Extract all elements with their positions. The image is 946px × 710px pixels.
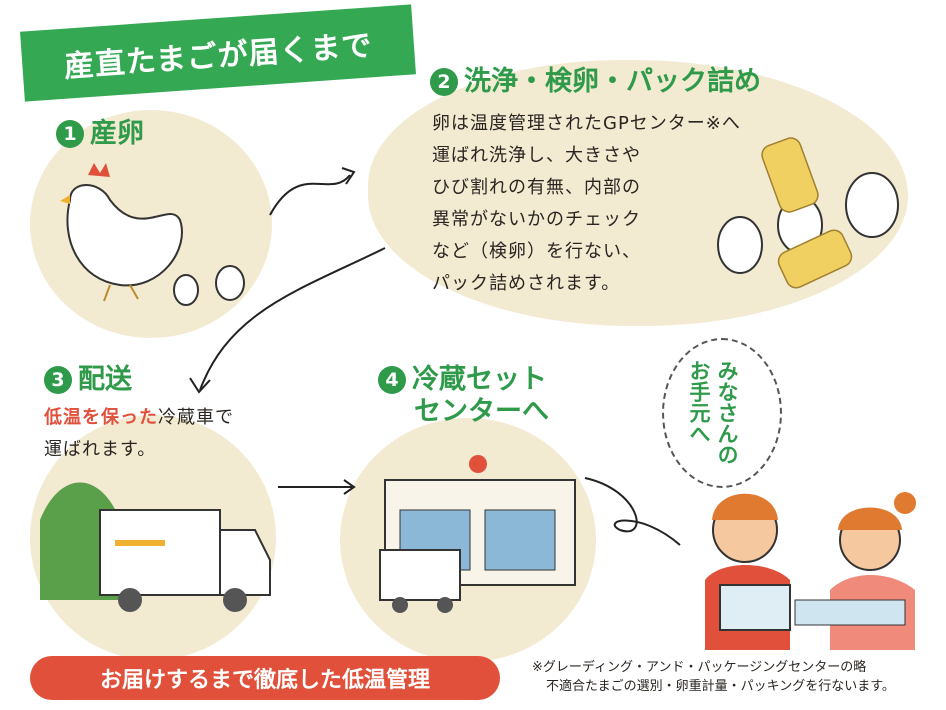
truck-illustration [40,482,271,612]
highlight-text: 低温を保った [44,407,158,428]
cold-storage-building-illustration [379,455,576,613]
speech-bubble [662,338,782,488]
text-line: 運ばれます。 [44,439,157,460]
text-line: パック詰めされます。 [432,273,621,294]
text-line: 運ばれ洗浄し、大きさや [432,145,641,166]
arrow-head [189,377,211,394]
destination-line2: お手元へ [687,360,711,444]
arrow-2-3 [199,247,386,391]
arrow-1-2 [269,174,351,216]
family-illustration [705,492,916,650]
destination-text: みなさんのお手元へ [685,360,741,490]
egg-icons [173,172,899,306]
text-line: 卵は温度管理されたGPセンター※へ [432,113,741,134]
destination-line1: みなさんの [715,360,739,465]
text-line: など（検卵）を行ない、 [432,241,641,262]
step2-description: 卵は温度管理されたGPセンター※へ 運ばれ洗浄し、大きさや ひび割れの有無、内部… [432,108,741,300]
step-title: 産卵 [90,118,144,149]
step-number: 4 [378,366,406,395]
step-number: 1 [56,120,84,149]
text-line: ひび割れの有無、内部の [432,177,641,198]
step-title: 冷蔵セット [412,364,547,395]
text-line: 異常がないかのチェック [432,209,641,230]
footnote: ※グレーディング・アンド・パッケージングセンターの略 不適合たまごの選別・卵重計… [532,658,895,696]
footnote-line: 不適合たまごの選別・卵重計量・パッキングを行ないます。 [546,679,895,694]
text-line: 冷蔵車で [158,407,234,428]
hen-illustration [60,163,183,302]
step-number: 2 [430,68,458,97]
brush-illustration [761,137,853,289]
step-title-line2: センターへ [414,396,549,428]
step-title: 配送 [78,364,132,395]
arrow-4-5 [584,477,681,546]
step-title: 洗浄・検卵・パック詰め [464,66,761,97]
arrow-head [343,479,356,495]
step-number: 3 [44,366,72,395]
footnote-line: ※グレーディング・アンド・パッケージングセンターの略 [532,660,867,675]
step3-description: 低温を保った冷蔵車で 運ばれます。 [44,402,234,466]
bottom-banner: お届けするまで徹底した低温管理 [30,656,500,700]
arrow-head [341,167,356,185]
